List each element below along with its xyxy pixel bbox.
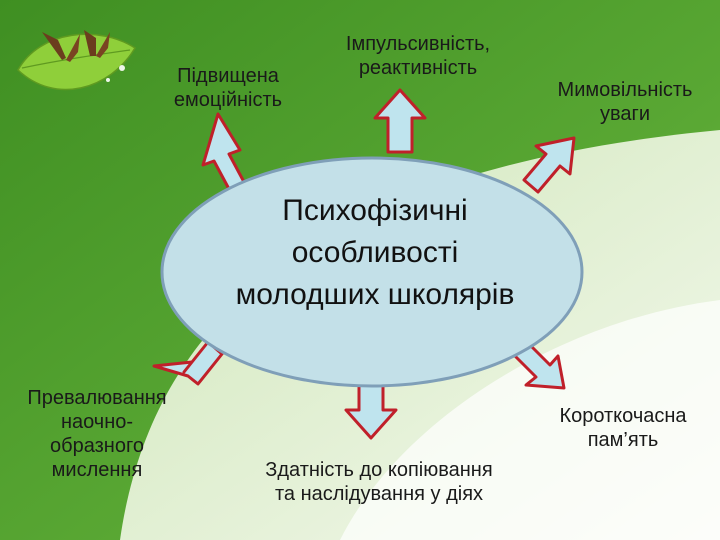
label-emotionality: Підвищена емоційність [173,65,283,111]
label-short-term-memory: Короткочасна пам’ять [559,405,687,451]
center-title: Психофізичні особливості молодших школяр… [235,194,515,311]
label-involuntary-attention: Мимовільність уваги [557,79,693,125]
arrow-up [373,88,427,154]
label-imitation: Здатність до копіювання та наслідування … [265,459,493,505]
label-visual-thinking: Превалювання наочно- образного мислення [27,387,167,481]
center-ellipse [160,156,584,388]
label-impulsivity: Імпульсивність, реактивність [345,33,491,79]
background-white-sweep [340,300,720,540]
butterflies-on-leaf-icon [17,30,137,91]
arrow-up-right [522,136,576,194]
